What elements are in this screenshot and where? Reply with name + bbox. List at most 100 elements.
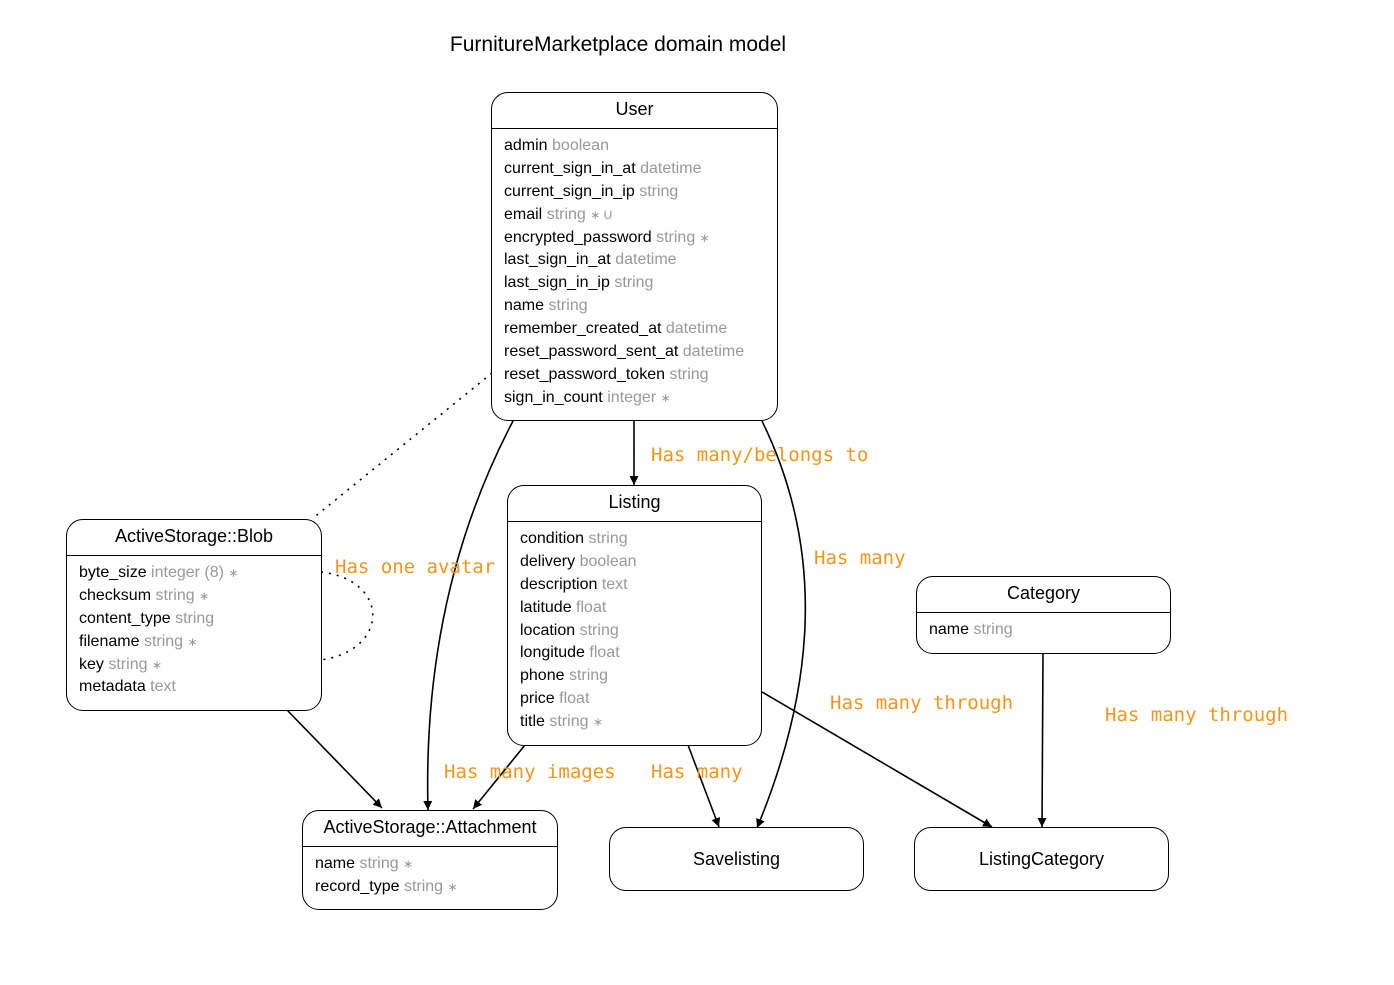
attribute-type: string: [155, 586, 195, 604]
attribute-row: filename string ∗: [79, 631, 321, 654]
attribute-name: current_sign_in_ip: [504, 182, 635, 200]
attribute-name: delivery: [520, 552, 576, 570]
attribute-row: checksum string ∗: [79, 585, 321, 608]
attribute-name: sign_in_count: [504, 388, 603, 406]
label-has-many-listing-savelisting: Has many: [651, 761, 743, 783]
attribute-type: string: [548, 297, 588, 315]
attribute-name: phone: [520, 667, 565, 685]
attribute-row: metadata text: [79, 676, 321, 699]
attribute-name: price: [520, 690, 555, 708]
attribute-row: current_sign_in_ip string: [504, 181, 777, 204]
attribute-type: float: [589, 644, 620, 662]
attribute-type: string: [588, 530, 628, 547]
attribute-name: description: [520, 575, 598, 593]
attribute-name: email: [504, 205, 543, 223]
edge-listing-attachment: [472, 744, 526, 810]
attribute-row: location string: [520, 620, 761, 643]
edge-blob-attachment: [286, 709, 383, 809]
attribute-row: condition string: [520, 528, 761, 551]
attribute-type: string: [669, 365, 709, 383]
attribute-name: last_sign_in_at: [504, 251, 611, 269]
attribute-row: name string: [929, 619, 1170, 642]
attribute-constraint-marker: ∗: [699, 230, 710, 245]
edge-blob-loop-dotted: [320, 571, 374, 661]
attribute-type: float: [559, 690, 590, 708]
edge-listing-savelisting: [687, 744, 721, 828]
attribute-row: description text: [520, 574, 761, 597]
attribute-constraint-marker: ∗: [199, 588, 210, 603]
edge-category-listingcategory: [1037, 653, 1047, 828]
entity-blob-attributes: byte_size integer (8) ∗checksum string ∗…: [67, 556, 321, 699]
entity-category: Category name string: [916, 576, 1171, 654]
attribute-row: title string ∗: [520, 711, 761, 734]
attribute-row: reset_password_sent_at datetime: [504, 341, 777, 364]
attribute-type: string: [579, 621, 619, 639]
attribute-name: current_sign_in_at: [504, 159, 636, 177]
diagram-title: FurnitureMarketplace domain model: [449, 33, 787, 56]
attribute-constraint-marker: ∗: [660, 390, 671, 405]
attribute-type: datetime: [665, 320, 728, 338]
attribute-type: integer: [607, 388, 657, 406]
attribute-type: string: [973, 621, 1013, 638]
entity-listingcategory-name: ListingCategory: [978, 848, 1105, 869]
entity-user-name: User: [492, 93, 777, 129]
attribute-type: string: [175, 609, 215, 627]
edge-listing-listingcategory: [761, 691, 993, 828]
label-has-one-avatar: Has one avatar: [335, 556, 496, 578]
attribute-name: name: [504, 297, 545, 315]
attribute-constraint-marker: ∗: [151, 657, 162, 672]
attribute-name: key: [79, 655, 104, 673]
attribute-name: record_type: [315, 877, 400, 895]
attribute-row: current_sign_in_at datetime: [504, 158, 777, 181]
entity-savelisting: Savelisting: [609, 827, 864, 891]
attribute-type: string: [359, 855, 399, 872]
entity-category-attributes: name string: [917, 613, 1170, 642]
attribute-type: text: [150, 678, 176, 696]
attribute-constraint-marker: ∗: [228, 566, 239, 580]
attribute-name: title: [520, 713, 545, 731]
attribute-type: string: [549, 713, 589, 731]
attribute-row: delivery boolean: [520, 551, 761, 574]
attribute-row: key string ∗: [79, 654, 321, 677]
attribute-row: reset_password_token string: [504, 364, 777, 387]
attribute-row: email string ∗ U: [504, 204, 777, 227]
entity-attachment-name: ActiveStorage::Attachment: [303, 811, 557, 847]
attribute-row: phone string: [520, 665, 761, 688]
attribute-constraint-marker: ∗: [447, 879, 458, 894]
attribute-row: last_sign_in_at datetime: [504, 249, 777, 272]
entity-attachment-attributes: name string ∗record_type string ∗: [303, 847, 557, 899]
edge-user-savelisting: [756, 420, 807, 829]
attribute-name: reset_password_sent_at: [504, 343, 679, 361]
attribute-constraint-marker: ∗: [592, 715, 603, 730]
attribute-constraint-marker: ∗ U: [590, 207, 613, 222]
attribute-type: boolean: [552, 137, 609, 154]
attribute-row: encrypted_password string ∗: [504, 227, 777, 250]
attribute-type: integer (8): [151, 564, 224, 581]
attribute-name: checksum: [79, 586, 152, 604]
attribute-type: datetime: [640, 159, 702, 177]
attribute-row: content_type string: [79, 608, 321, 631]
label-has-many-belongs-to: Has many/belongs to: [651, 444, 869, 466]
attribute-name: encrypted_password: [504, 228, 652, 246]
attribute-name: name: [929, 621, 970, 638]
attribute-type: string: [108, 655, 148, 673]
label-has-many-through-category: Has many through: [1105, 704, 1289, 726]
entity-category-name: Category: [917, 577, 1170, 613]
attribute-name: remember_created_at: [504, 320, 662, 338]
attribute-name: last_sign_in_ip: [504, 274, 610, 292]
attribute-name: metadata: [79, 678, 146, 696]
attribute-type: string: [403, 877, 444, 895]
attribute-name: condition: [520, 530, 585, 547]
attribute-type: string: [639, 182, 679, 200]
label-has-many-user-savelisting: Has many: [814, 547, 906, 569]
attribute-row: longitude float: [520, 642, 761, 665]
attribute-row: remember_created_at datetime: [504, 318, 777, 341]
label-has-many-images: Has many images: [444, 761, 616, 783]
entity-activestorage-blob: ActiveStorage::Blob byte_size integer (8…: [66, 519, 322, 711]
attribute-row: last_sign_in_ip string: [504, 272, 777, 295]
attribute-constraint-marker: ∗: [187, 634, 198, 649]
